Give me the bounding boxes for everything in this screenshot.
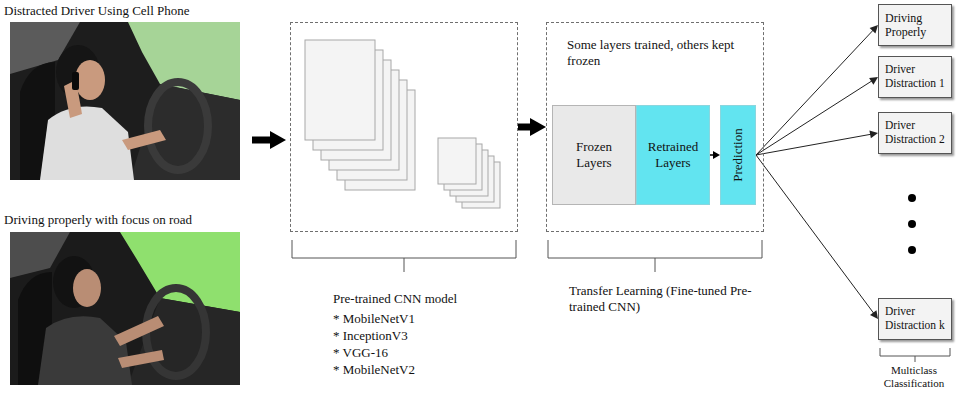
driver-photo-phone xyxy=(75,60,105,100)
node-text: Driver Distraction 2 xyxy=(885,119,945,147)
arrow-head xyxy=(869,130,878,138)
driver-photo-phone xyxy=(10,22,240,180)
driver-photo-focus xyxy=(114,316,164,346)
driver-photo-focus xyxy=(73,269,101,307)
class-box: Driver Distraction 1 xyxy=(878,56,952,98)
feature-map-stack xyxy=(305,40,375,140)
input-arrow xyxy=(270,131,286,149)
connector-arrow xyxy=(756,155,878,319)
connector-line xyxy=(756,80,873,155)
arrow-head xyxy=(870,310,878,319)
node-text: Prediction xyxy=(730,128,746,181)
node-text: Pre-trained CNN model xyxy=(333,291,509,307)
arrow-head xyxy=(713,151,720,159)
model-panel: Pre-trained CNN model* MobileNetV1* Ince… xyxy=(290,22,518,232)
class-box: Driving Properly xyxy=(878,4,952,46)
driver-photo-focus xyxy=(118,350,164,368)
caption-label: Distracted Driver Using Cell Phone xyxy=(4,3,248,19)
connector-line xyxy=(756,134,872,155)
driver-photo-phone xyxy=(122,130,166,150)
ellipsis-dots xyxy=(908,194,916,254)
driver-photo-phone xyxy=(72,72,79,90)
driver-photo-focus xyxy=(146,288,206,376)
ellipsis-dots xyxy=(908,220,916,228)
node-text: Driver Distraction 1 xyxy=(885,63,945,91)
ellipsis-dots xyxy=(908,246,916,254)
prediction-box: Prediction xyxy=(720,105,756,205)
driver-photo-focus xyxy=(10,232,240,385)
feature-map-stack xyxy=(438,138,476,184)
connector-arrow xyxy=(518,118,546,136)
class-box: Driver Distraction k xyxy=(878,298,952,340)
transfer-panel: Some layers trained, others kept frozenT… xyxy=(546,22,764,232)
input-arrow xyxy=(252,131,286,149)
connector-line xyxy=(756,30,874,155)
input-arrow xyxy=(252,137,272,144)
feature-map-stack xyxy=(305,40,500,208)
driver-photo-focus xyxy=(120,232,240,312)
node-caption: * MobileNetV1 xyxy=(333,311,509,327)
bracket xyxy=(292,240,516,272)
node-text: Driving Properly xyxy=(885,11,945,40)
connector-line xyxy=(756,155,874,314)
retrained-layers-box: Retrained Layers xyxy=(636,105,710,205)
bracket xyxy=(548,240,762,272)
node-text: Driver Distraction k xyxy=(885,305,945,333)
frozen-layers-box: Frozen Layers xyxy=(552,105,636,205)
node-caption: Transfer Learning (Fine-tuned Pre-traine… xyxy=(569,283,755,316)
bracket xyxy=(880,348,950,362)
caption-label: Driving properly with focus on road xyxy=(4,212,248,228)
node-caption: * MobileNetV2 xyxy=(333,362,509,378)
node-caption: * InceptionV3 xyxy=(333,328,509,344)
connector-arrow xyxy=(710,151,720,159)
caption-label: Multiclass Classification xyxy=(872,364,956,390)
arrow-head xyxy=(870,25,878,34)
connector-arrow xyxy=(756,77,878,155)
connector-arrow xyxy=(756,130,878,155)
node-text: Some layers trained, others kept frozen xyxy=(567,37,747,70)
arrow-head xyxy=(530,118,546,136)
connector-arrow xyxy=(756,25,878,155)
driver-photo-phone xyxy=(148,82,208,170)
driver-photo-phone xyxy=(40,107,134,181)
ellipsis-dots xyxy=(908,194,916,202)
driver-photo-phone xyxy=(10,22,240,180)
driver-photo-focus xyxy=(10,232,240,385)
bracket xyxy=(292,240,950,362)
driver-photo-phone xyxy=(128,22,240,100)
driver-photo-focus xyxy=(38,316,132,385)
node-caption: * VGG-16 xyxy=(333,345,509,361)
class-box: Driver Distraction 2 xyxy=(878,112,952,154)
arrow-head xyxy=(869,77,878,85)
node-text: Frozen Layers xyxy=(557,139,631,170)
node-text: Retrained Layers xyxy=(641,139,705,170)
